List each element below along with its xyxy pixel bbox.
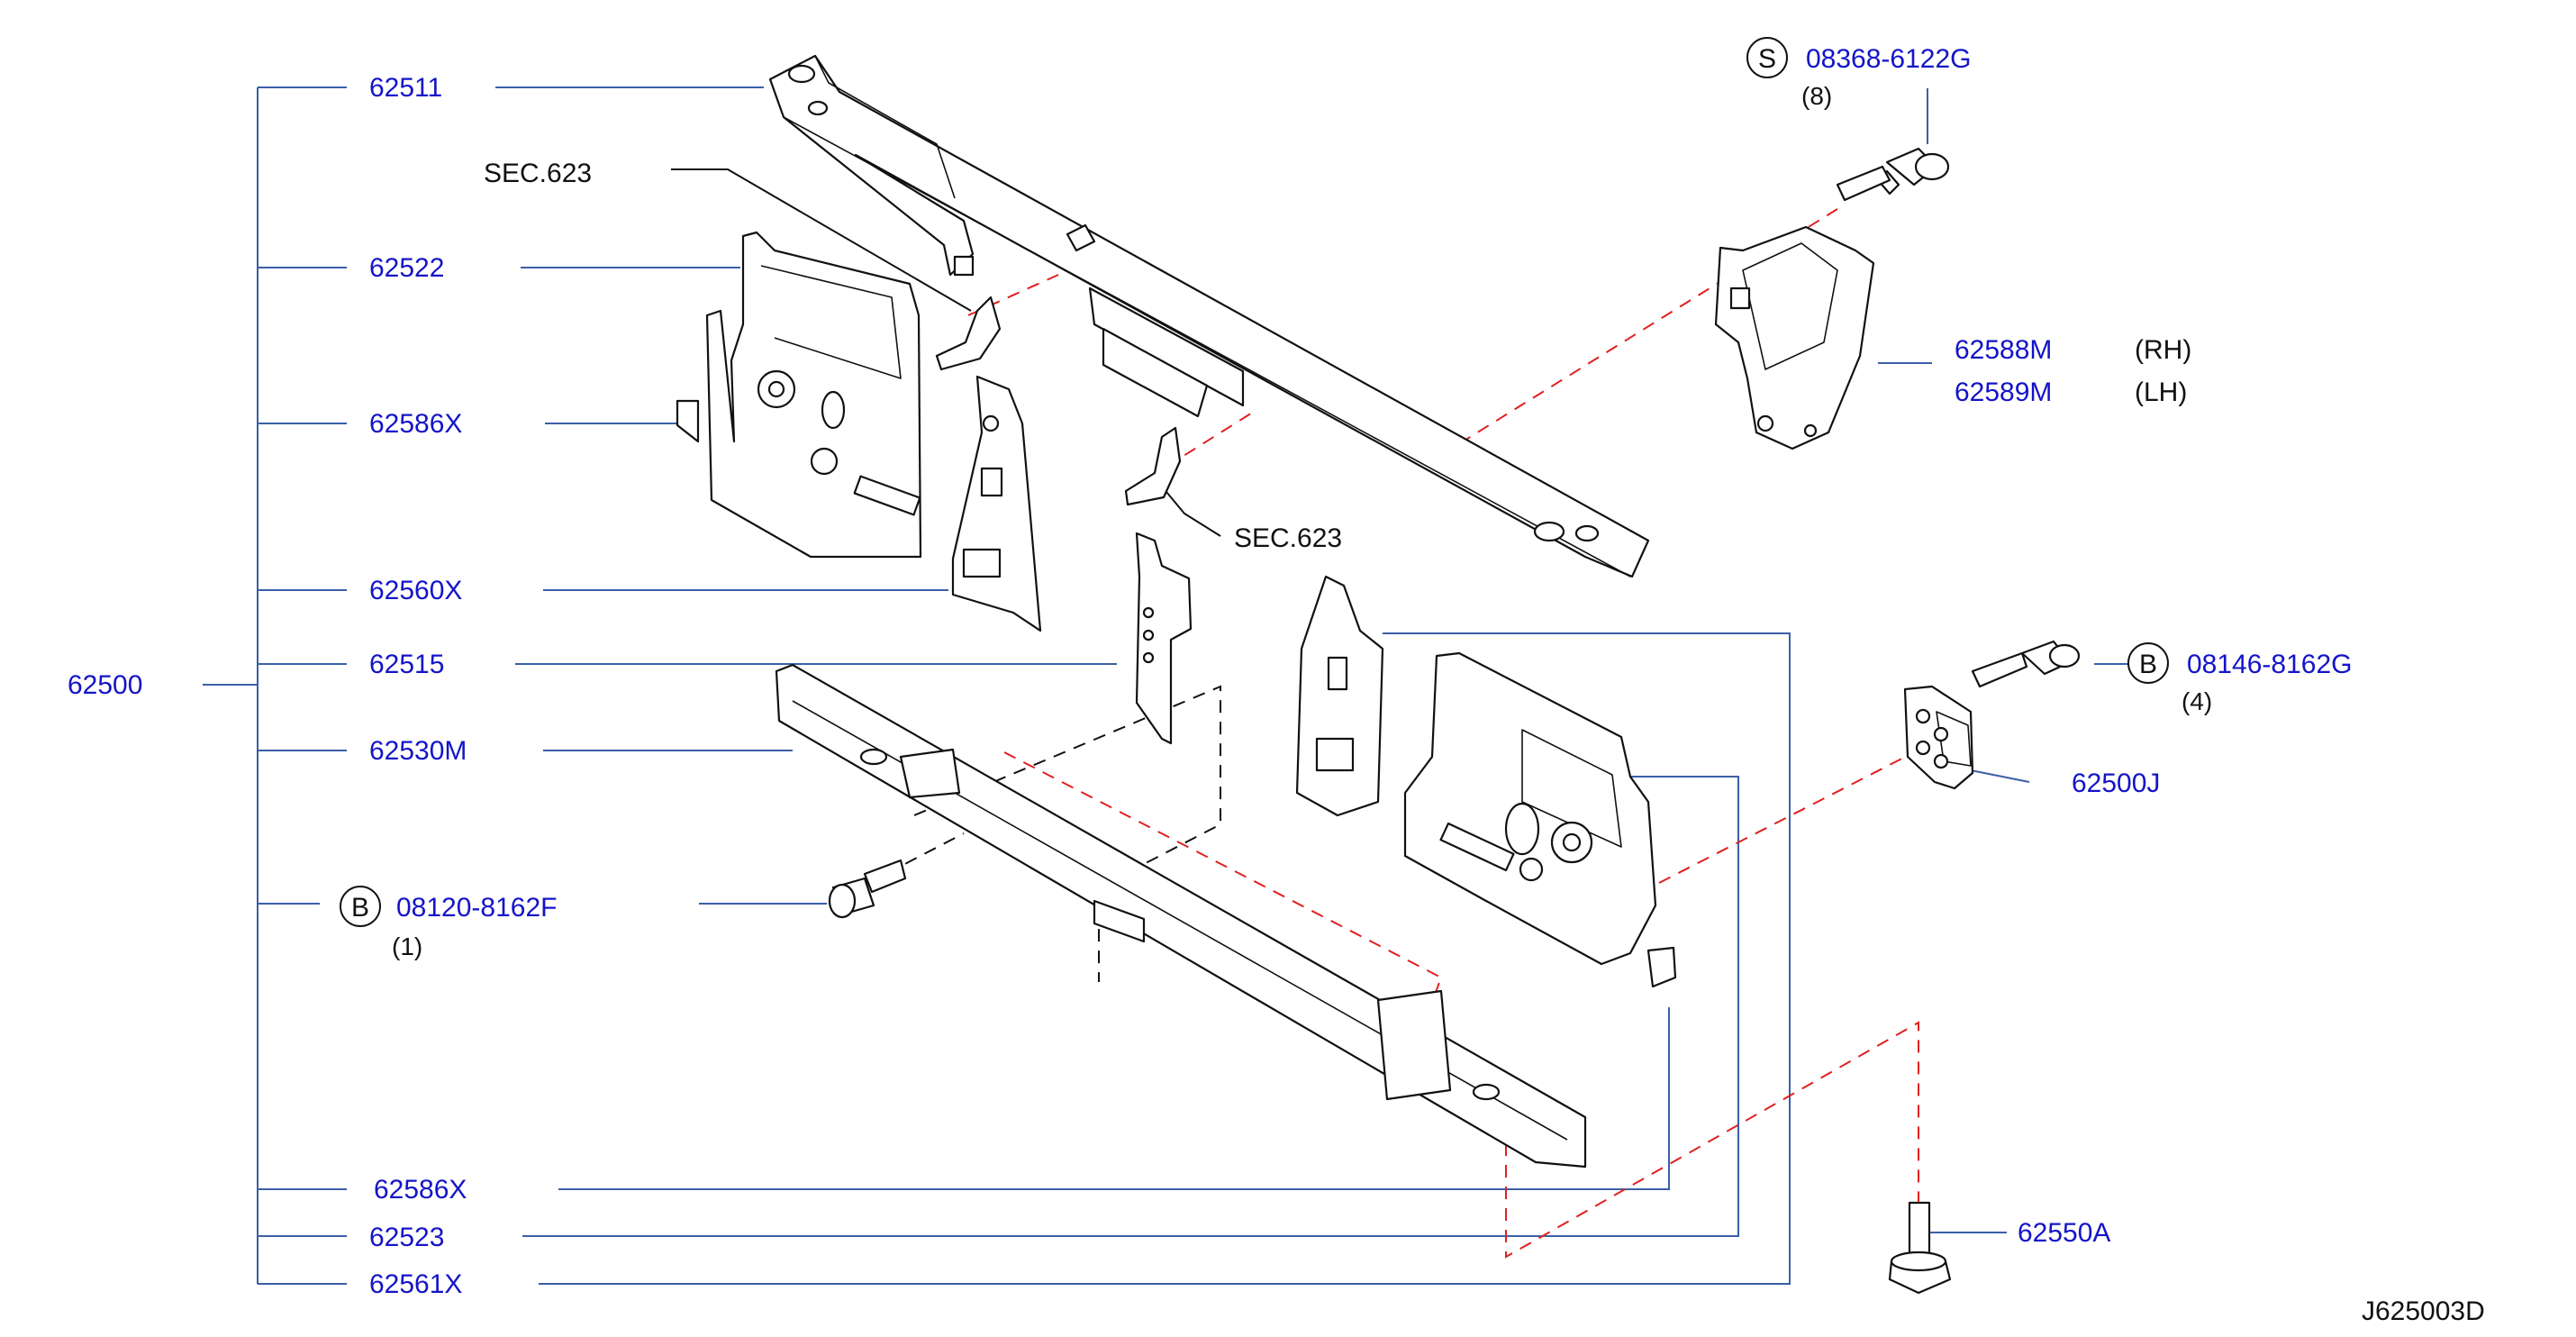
stay-62560x [951, 375, 1042, 632]
b-badge-circle-left [340, 886, 381, 927]
label-rh: (RH) [2135, 335, 2191, 365]
bolt-08368-6122g [1836, 147, 1950, 202]
label-62560x[interactable]: 62560X [369, 576, 462, 605]
label-62589m[interactable]: 62589M [1955, 377, 2052, 407]
diagram-code: J625003D [2362, 1296, 2485, 1326]
sec623-leader-b [1161, 486, 1221, 537]
sec623-bracket-b [1124, 426, 1182, 506]
side-panel-62522 [705, 231, 922, 559]
clip-62586x-lower [1646, 946, 1677, 988]
label-62500[interactable]: 62500 [68, 670, 142, 700]
label-62550a[interactable]: 62550A [2018, 1218, 2110, 1248]
label-62561x[interactable]: 62561X [369, 1269, 462, 1299]
label-62515[interactable]: 62515 [369, 650, 444, 679]
label-sec623-b: SEC.623 [1234, 523, 1342, 553]
stay-62561x [1295, 575, 1384, 817]
lower-support-62530m [775, 663, 1587, 1169]
label-62523[interactable]: 62523 [369, 1223, 444, 1252]
label-62588m[interactable]: 62588M [1955, 335, 2052, 365]
label-62511[interactable]: 62511 [369, 73, 442, 103]
s-badge-circle [1746, 37, 1788, 78]
b-badge-left: B [351, 893, 369, 923]
bracket-62588m-62589m [1714, 225, 1875, 450]
upper-support-62511 [768, 54, 1650, 578]
b-badge-right: B [2139, 650, 2157, 679]
label-62522[interactable]: 62522 [369, 253, 444, 283]
label-62530m[interactable]: 62530M [369, 736, 467, 766]
bolt-08146-8162g [1971, 640, 2081, 688]
qty-08146-8162g: (4) [2181, 687, 2212, 715]
s-badge: S [1758, 44, 1776, 74]
callout-tree [203, 86, 2130, 1285]
label-sec623-a: SEC.623 [484, 159, 592, 188]
label-62586x-top[interactable]: 62586X [369, 409, 462, 439]
bracket-62500j [1903, 685, 1974, 790]
label-08368-6122g[interactable]: 08368-6122G [1806, 44, 1972, 74]
qty-08368-6122g: (8) [1801, 82, 1832, 110]
label-62586x-bottom[interactable]: 62586X [374, 1175, 467, 1205]
label-08146-8162g[interactable]: 08146-8162G [2187, 650, 2353, 679]
clip-62586x-upper [676, 399, 700, 443]
b-badge-circle-right [2127, 642, 2169, 684]
label-62500j[interactable]: 62500J [2072, 769, 2160, 798]
bolt-62550a [1888, 1201, 1952, 1295]
bolt-08120-8162f [828, 859, 907, 919]
sec623-bracket-a [935, 296, 1002, 371]
sec623-leader-a [671, 168, 972, 312]
qty-08120-8162f: (1) [392, 932, 422, 960]
side-panel-62523 [1403, 651, 1657, 966]
stay-62515 [1135, 532, 1193, 745]
label-08120-8162f[interactable]: 08120-8162F [396, 893, 557, 923]
label-lh: (LH) [2135, 377, 2187, 407]
